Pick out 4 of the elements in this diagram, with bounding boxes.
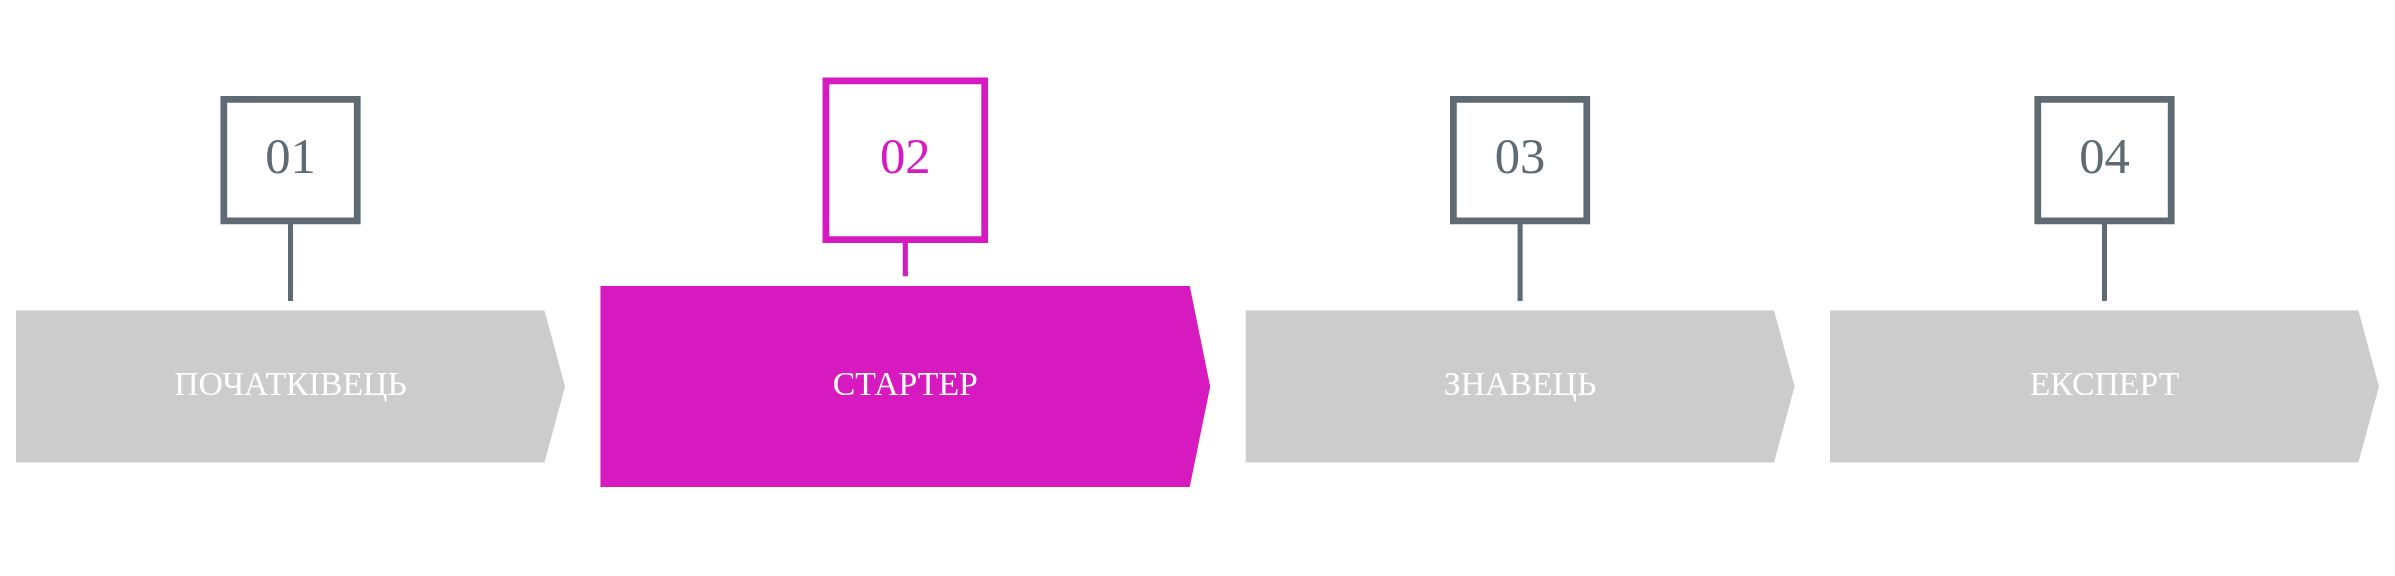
node-box: 04 bbox=[2034, 95, 2175, 224]
node-box: 03 bbox=[1450, 95, 1591, 224]
node-box: 01 bbox=[220, 95, 361, 224]
node-box: 02 bbox=[822, 76, 989, 243]
